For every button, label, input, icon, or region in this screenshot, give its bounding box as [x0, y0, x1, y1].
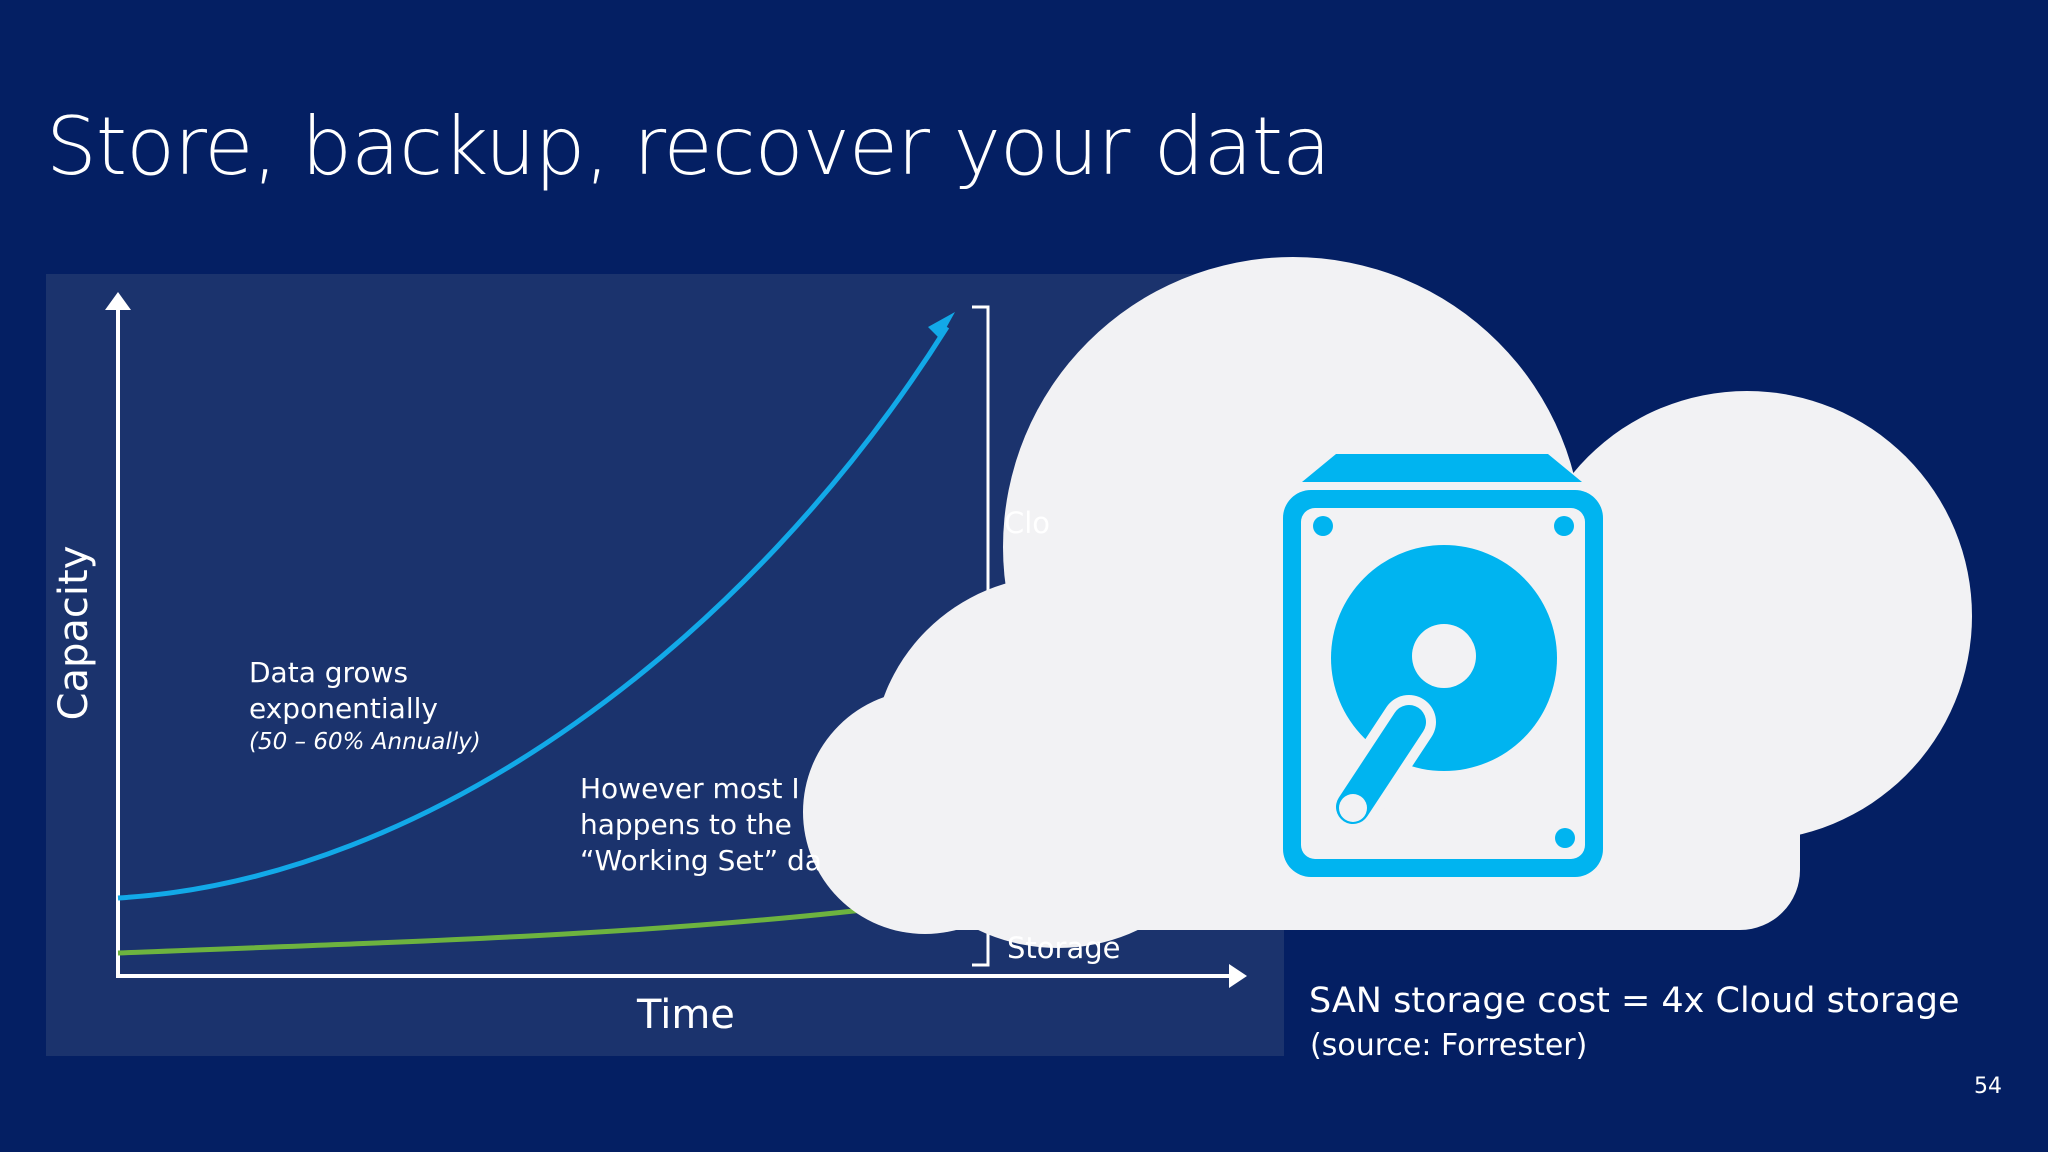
- page-number: 54: [1974, 1074, 2002, 1099]
- cost-statement: SAN storage cost = 4x Cloud storage: [1309, 981, 1960, 1021]
- slide-title: Store, backup, recover your data: [46, 100, 1331, 193]
- y-axis-label: Capacity: [51, 545, 97, 721]
- x-axis-arrow-icon: [1229, 964, 1247, 988]
- data-growth-annotation: Data grows exponentially (50 – 60% Annua…: [249, 655, 481, 757]
- working-set-annotation: However most I happens to the “Working S…: [580, 771, 822, 879]
- data-growth-curve: [117, 325, 950, 901]
- bracket-top-label: Clo: [1004, 506, 1051, 540]
- working-set-line2: happens to the: [580, 808, 792, 841]
- working-set-line1: However most I: [580, 772, 800, 805]
- data-growth-arrow-icon: [928, 312, 955, 339]
- bracket-bottom-label: Storage: [1007, 931, 1121, 965]
- hard-drive-icon: [1283, 454, 1603, 877]
- x-axis-label: Time: [637, 992, 735, 1038]
- y-axis-arrow-icon: [105, 292, 131, 310]
- working-set-curve: [117, 905, 881, 956]
- data-growth-line1: Data grows: [249, 656, 409, 689]
- working-set-line3: “Working Set” da: [580, 844, 822, 877]
- cost-source: (source: Forrester): [1310, 1028, 1588, 1063]
- data-growth-line2: exponentially: [249, 692, 438, 725]
- data-growth-note: (50 – 60% Annually): [249, 729, 481, 755]
